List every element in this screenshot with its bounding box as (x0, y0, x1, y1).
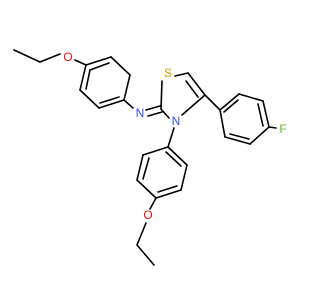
bond-bottom-ring-5 (180, 164, 188, 191)
bond-top-ring-4 (98, 99, 125, 109)
atom-oxygen-top: O (63, 50, 72, 64)
bond-n3-to-bottom-ring (167, 127, 175, 148)
bond-bottom-ring-6 (167, 146, 188, 166)
bond-f-ring-inner-3 (223, 99, 239, 113)
atom-oxygen-bottom: O (143, 208, 152, 222)
bond-c2-s (160, 80, 163, 110)
bond-top-ring-inner-2 (99, 96, 120, 104)
bond-bottom-ring-1 (142, 146, 169, 156)
bond-ring-to-imine-n (123, 99, 134, 109)
bond-ring-to-o-bottom (149, 197, 157, 210)
bond-n3-c2 (160, 108, 170, 119)
bond-c4-to-fluorophenyl (204, 94, 221, 111)
atom-nitrogen-ring: N (172, 114, 181, 128)
molecule-structure-diagram: O N S N F O (13, 49, 287, 266)
bond-top-ring-3 (123, 74, 131, 101)
bond-top-ring-inner-1 (89, 62, 110, 71)
bond-f-ring-2 (224, 136, 251, 145)
bond-o-ring-top (74, 59, 87, 66)
bond-f-ring-6 (219, 93, 240, 111)
atom-fluorine: F (279, 122, 286, 136)
bond-top-ring-2 (110, 56, 131, 76)
bond-ch2-ch3-bottom (136, 244, 155, 266)
bond-bottom-ring-inner-3 (165, 151, 182, 167)
bond-top-ring-1 (85, 56, 112, 66)
bond-bottom-ring-4 (155, 189, 182, 199)
bonds (13, 49, 277, 266)
bond-bottom-ring-inner-1 (142, 157, 150, 180)
bond-bottom-ring-2 (136, 154, 144, 181)
bond-bottom-ring-inner-2 (157, 185, 178, 193)
bond-f-ring-inner-2 (257, 103, 264, 127)
bond-f-ring-5 (238, 93, 264, 102)
bond-f-ring-1 (219, 109, 226, 138)
atom-labels: O N S N F O (63, 50, 286, 222)
bond-f-ring-4 (262, 100, 270, 128)
bond-ethyl-ch3-ch2-top (13, 49, 41, 63)
bond-s-c5 (174, 72, 189, 77)
atom-nitrogen-imine: N (136, 106, 145, 120)
bond-ethyl-ch2-o-top (39, 53, 61, 63)
bond-f-ring-inner-1 (229, 133, 250, 140)
bond-c5-c4 (187, 72, 206, 96)
bond-imine-double-a (145, 105, 161, 111)
bond-top-ring-5 (79, 89, 100, 109)
bond-bottom-ring-3 (136, 179, 157, 199)
bond-o-ch2-bottom (136, 222, 147, 246)
bond-ring-to-f (268, 126, 277, 129)
bond-f-ring-3 (249, 126, 270, 145)
bond-imine-double-b (147, 111, 163, 117)
bond-top-ring-inner-3 (85, 69, 91, 90)
bond-top-ring-6 (79, 64, 87, 91)
bond-c5-c4-inner (185, 80, 199, 98)
atom-sulfur: S (164, 66, 172, 80)
bond-c4-n3 (181, 94, 206, 116)
